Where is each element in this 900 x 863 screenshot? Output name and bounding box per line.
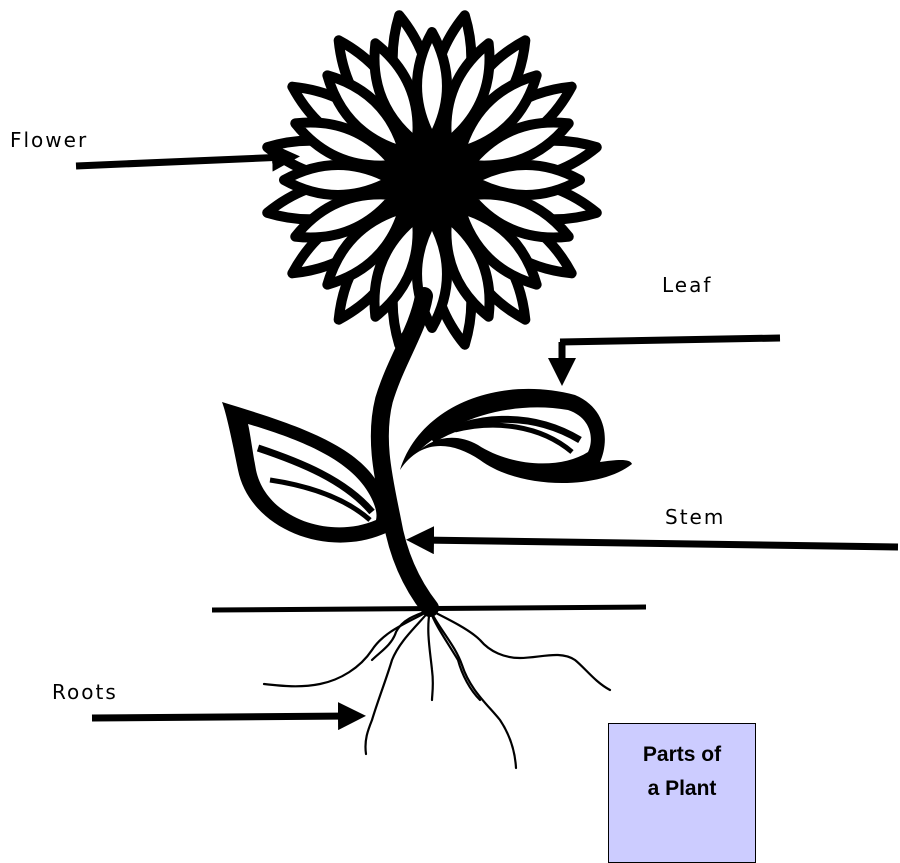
title-box: Parts of a Plant <box>608 723 756 863</box>
label-roots: Roots <box>52 680 118 704</box>
label-flower: Flower <box>10 128 88 152</box>
title-line-2: a Plant <box>609 772 755 806</box>
stem <box>380 296 430 608</box>
roots-arrow <box>92 716 352 718</box>
right-leaf <box>400 389 632 483</box>
leaf-arrow <box>560 338 780 372</box>
flower-center <box>382 130 482 230</box>
plant-diagram <box>0 0 900 844</box>
title-line-1: Parts of <box>609 738 755 772</box>
roots <box>264 610 610 768</box>
left-leaf <box>222 402 390 543</box>
label-leaf: Leaf <box>662 273 712 297</box>
label-stem: Stem <box>665 505 725 529</box>
stem-arrow <box>420 540 898 547</box>
flower-arrow <box>76 157 286 166</box>
